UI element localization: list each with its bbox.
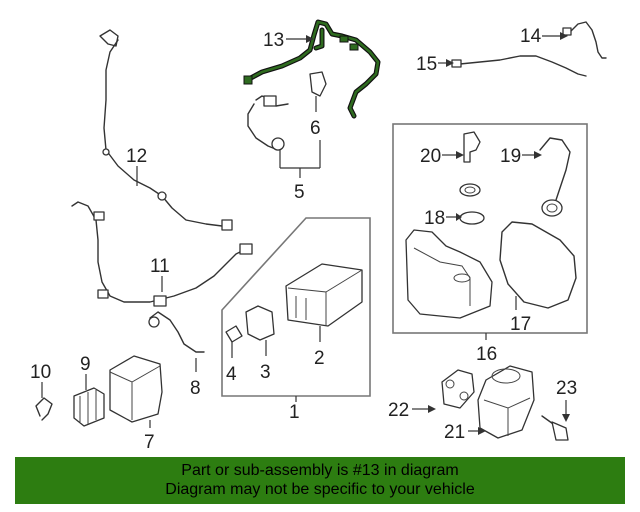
part-11-hose[interactable] bbox=[71, 201, 253, 307]
notice-banner: Part or sub-assembly is #13 in diagram D… bbox=[15, 457, 625, 504]
part-17-gasket[interactable] bbox=[499, 221, 577, 309]
group-box-1 bbox=[221, 217, 371, 397]
callout-7: 7 bbox=[144, 420, 155, 453]
callout-13: 13 bbox=[263, 30, 314, 51]
callout-17: 17 bbox=[510, 296, 531, 335]
svg-text:23: 23 bbox=[556, 378, 577, 399]
part-8-hose[interactable] bbox=[148, 311, 205, 353]
part-20-connector[interactable] bbox=[463, 131, 481, 163]
callout-16: 16 bbox=[476, 333, 497, 365]
callout-3: 3 bbox=[260, 340, 271, 383]
part-19-hose[interactable] bbox=[539, 137, 571, 217]
svg-text:15: 15 bbox=[416, 54, 437, 75]
callout-9: 9 bbox=[80, 354, 91, 390]
svg-text:7: 7 bbox=[144, 432, 155, 453]
callout-1: 1 bbox=[289, 396, 300, 423]
callout-15: 15 bbox=[416, 54, 454, 75]
callout-2: 2 bbox=[314, 326, 325, 369]
svg-text:21: 21 bbox=[444, 422, 465, 443]
svg-text:10: 10 bbox=[30, 362, 51, 383]
callout-6: 6 bbox=[310, 96, 321, 139]
callout-21: 21 bbox=[444, 422, 486, 443]
part-13-hose-assembly[interactable] bbox=[243, 19, 381, 119]
svg-text:12: 12 bbox=[126, 146, 147, 167]
callout-19: 19 bbox=[500, 146, 542, 167]
svg-text:1: 1 bbox=[289, 402, 300, 423]
svg-text:4: 4 bbox=[226, 364, 237, 385]
callout-14: 14 bbox=[520, 26, 568, 47]
callout-4: 4 bbox=[226, 342, 237, 385]
part-5-hose-assembly[interactable] bbox=[247, 95, 289, 151]
callout-10: 10 bbox=[30, 362, 51, 398]
svg-text:20: 20 bbox=[420, 146, 441, 167]
part-9-insulator[interactable] bbox=[73, 387, 105, 427]
part-23-bolt[interactable] bbox=[541, 415, 569, 441]
svg-text:16: 16 bbox=[476, 344, 497, 365]
part-14-vent-line[interactable] bbox=[562, 21, 607, 59]
callout-20: 20 bbox=[420, 146, 464, 167]
part-15-vapor-line[interactable] bbox=[451, 55, 587, 77]
part-6-clip[interactable] bbox=[309, 71, 327, 97]
svg-text:14: 14 bbox=[520, 26, 542, 47]
part-reservoir[interactable] bbox=[405, 229, 493, 319]
svg-text:19: 19 bbox=[500, 146, 521, 167]
part-10-hose[interactable] bbox=[35, 397, 53, 421]
group-box-16 bbox=[392, 123, 588, 334]
part-4-connector[interactable] bbox=[225, 325, 243, 343]
callout-11: 11 bbox=[150, 256, 170, 292]
svg-text:2: 2 bbox=[314, 348, 325, 369]
callout-23: 23 bbox=[556, 378, 577, 422]
part-22-gasket[interactable] bbox=[441, 369, 475, 409]
part-12-hose[interactable] bbox=[99, 29, 233, 231]
svg-text:11: 11 bbox=[150, 256, 170, 277]
part-2-canister[interactable] bbox=[285, 263, 363, 327]
part-18-o-ring[interactable] bbox=[459, 211, 485, 225]
svg-text:6: 6 bbox=[310, 118, 321, 139]
callout-18: 18 bbox=[424, 208, 462, 229]
svg-text:17: 17 bbox=[510, 314, 531, 335]
svg-text:18: 18 bbox=[424, 208, 445, 229]
svg-text:3: 3 bbox=[260, 362, 271, 383]
callout-22: 22 bbox=[388, 400, 436, 421]
svg-text:22: 22 bbox=[388, 400, 409, 421]
svg-text:13: 13 bbox=[263, 30, 284, 51]
callout-12: 12 bbox=[126, 146, 147, 186]
part-3-bracket[interactable] bbox=[245, 305, 275, 341]
notice-line-1: Part or sub-assembly is #13 in diagram bbox=[181, 462, 459, 479]
part-21-egr-valve[interactable] bbox=[477, 365, 535, 439]
part-ring[interactable] bbox=[459, 183, 481, 197]
callout-5: 5 bbox=[279, 140, 321, 203]
svg-text:9: 9 bbox=[80, 354, 91, 375]
notice-line-2: Diagram may not be specific to your vehi… bbox=[165, 481, 475, 498]
svg-text:8: 8 bbox=[190, 378, 201, 399]
svg-text:5: 5 bbox=[294, 182, 305, 203]
callout-8: 8 bbox=[190, 358, 201, 399]
part-7-purge-valve[interactable] bbox=[109, 355, 163, 423]
